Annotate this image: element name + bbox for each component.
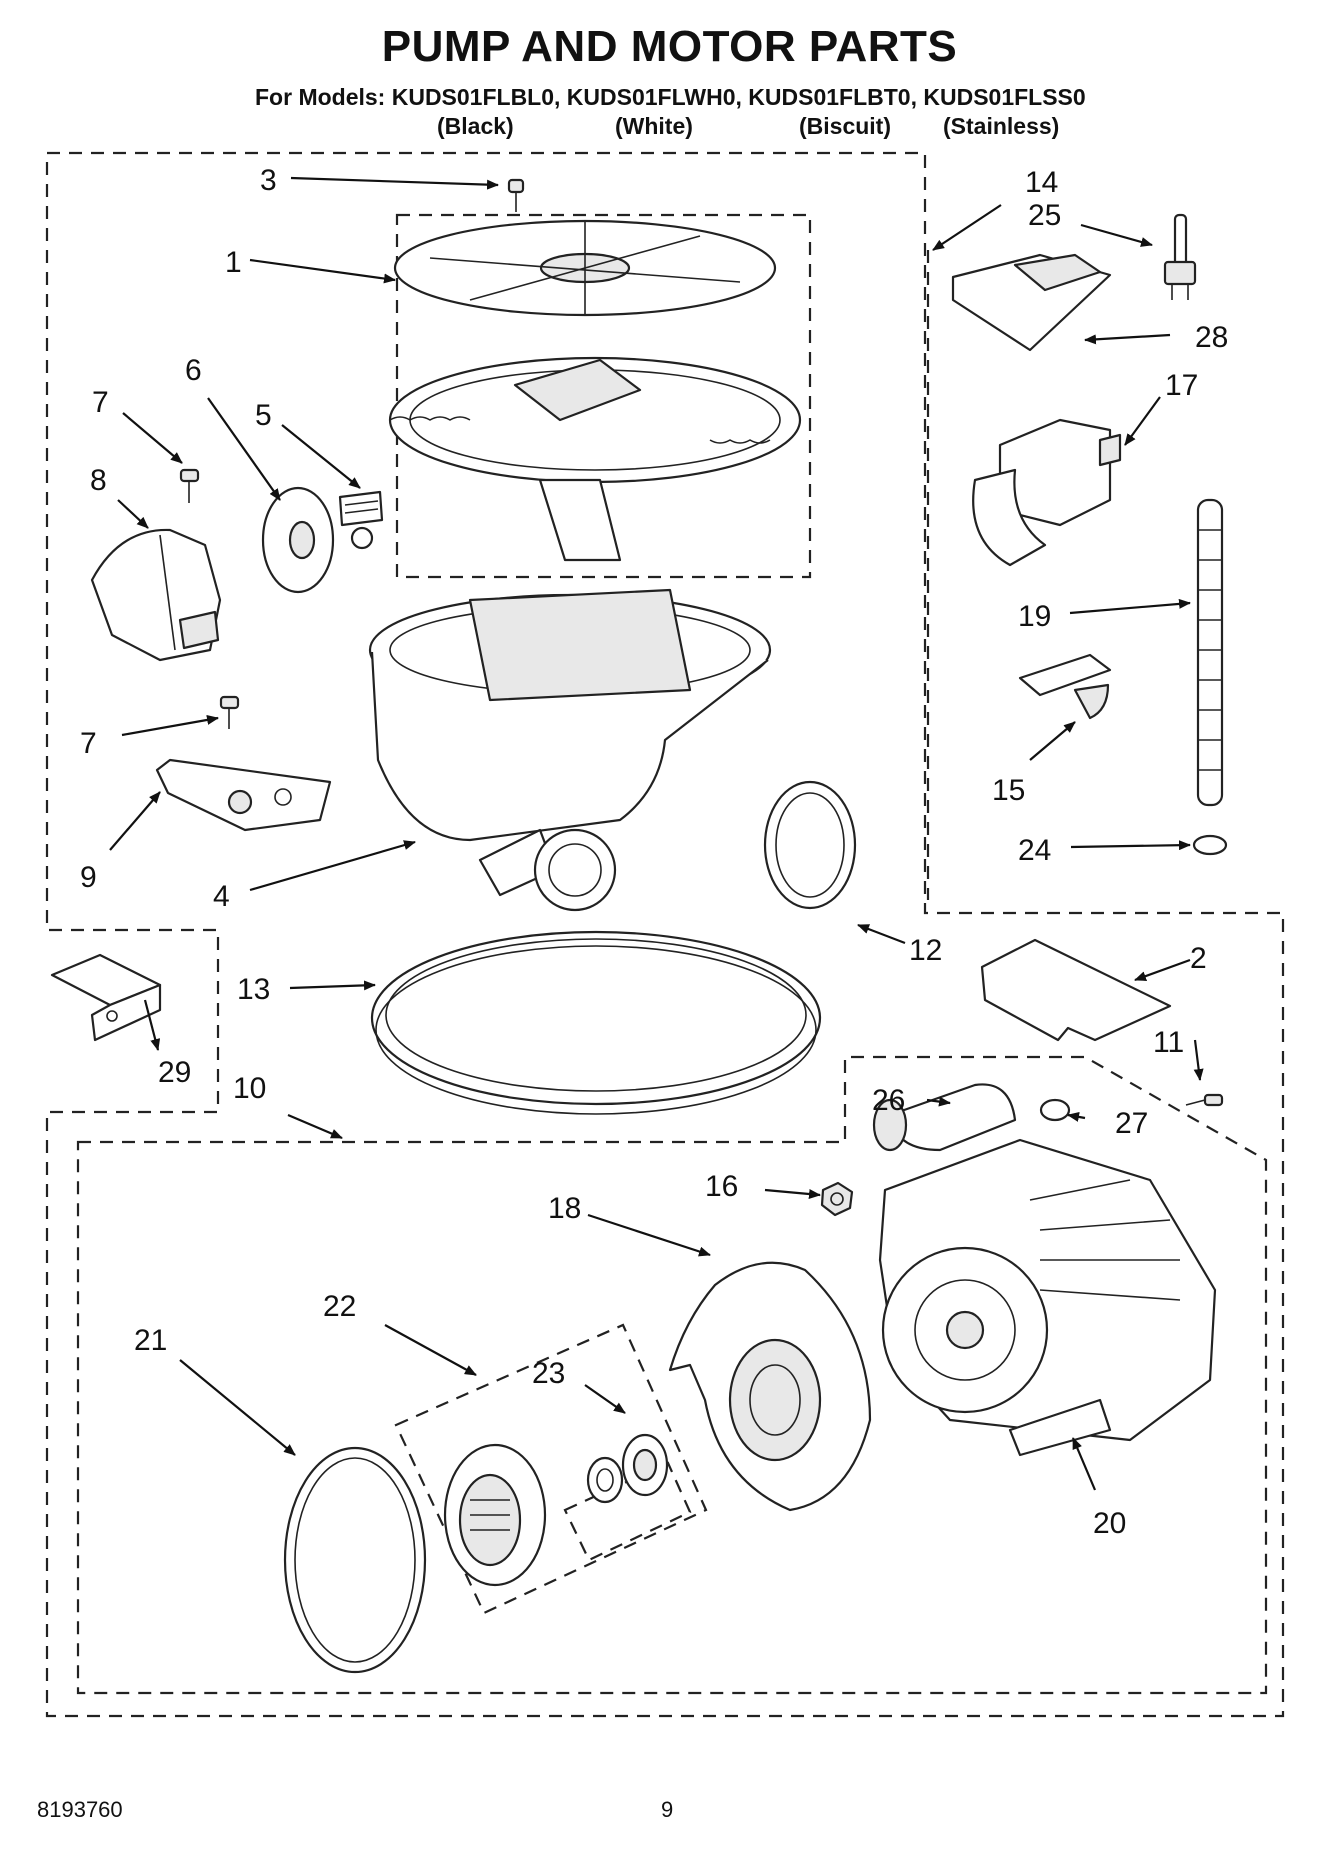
callout-11: 11 [1153,1026,1184,1059]
callout-8: 8 [90,464,107,497]
page-number: 9 [661,1797,674,1822]
part-screw-7b [219,695,240,729]
callout-5: 5 [255,399,272,432]
callout-7a: 7 [92,386,109,419]
callout-25: 25 [1028,199,1061,232]
callout-3: 3 [260,164,277,197]
callout-28: 28 [1195,321,1228,354]
callout-21: 21 [134,1324,167,1357]
document-number: 8193760 [37,1797,123,1822]
color-white: (White) [615,113,693,139]
part-impeller-6 [261,486,335,594]
callout-20: 20 [1093,1507,1126,1540]
color-biscuit: (Biscuit) [799,113,891,139]
part-filter-assembly [388,356,802,562]
part-pump-housing-4 [368,588,772,912]
color-black: (Black) [437,113,514,139]
part-impeller-22 [443,1443,547,1587]
part-switch-17 [972,418,1122,567]
part-latch-15 [1018,653,1112,720]
part-plug-27 [1039,1098,1071,1122]
callout-26: 26 [872,1084,905,1117]
callout-18: 18 [548,1192,581,1225]
part-sensor-25 [1163,213,1197,300]
part-cover-28 [951,253,1112,352]
callout-22: 22 [323,1290,356,1323]
callout-15: 15 [992,774,1025,807]
part-screw-7a [179,468,200,503]
callout-17: 17 [1165,369,1198,402]
callout-29: 29 [158,1056,191,1089]
callout-27: 27 [1115,1107,1148,1140]
callout-leaders [109,176,1204,1491]
part-clip-5 [338,490,384,550]
callout-labels: 1 2 3 4 5 6 7 7 8 9 10 11 12 13 14 15 16… [80,164,1228,1540]
callout-4: 4 [213,880,230,913]
color-stainless: (Stainless) [943,113,1060,139]
part-motor-housing-8 [90,528,222,662]
callout-14: 14 [1025,166,1058,199]
part-clamp-24 [1192,834,1228,856]
callout-2: 2 [1190,942,1207,975]
part-nut-16 [820,1181,854,1217]
callout-12: 12 [909,934,942,967]
part-capacitor-26 [872,1083,1017,1152]
callout-6: 6 [185,354,202,387]
part-motor-20 [878,1138,1217,1457]
callout-23: 23 [532,1357,565,1390]
part-hose-19 [1196,498,1224,807]
callout-19: 19 [1018,600,1051,633]
part-gasket-13 [370,930,822,1115]
part-ring-12 [763,780,857,910]
callout-1: 1 [225,246,242,279]
part-gasket-21 [283,1446,427,1674]
part-plate-2 [980,938,1172,1042]
part-bracket-9 [155,758,332,832]
part-screw-3 [507,178,525,212]
models-line: For Models: KUDS01FLBL0, KUDS01FLWH0, KU… [255,84,1086,110]
page-title: PUMP AND MOTOR PARTS [381,22,958,71]
callout-24: 24 [1018,834,1051,867]
part-screw-11 [1185,1093,1224,1107]
callout-10: 10 [233,1072,266,1105]
part-seal-23 [586,1433,669,1504]
part-bracket-29 [50,953,162,1042]
callout-13: 13 [237,973,270,1006]
callout-9: 9 [80,861,97,894]
callout-16: 16 [705,1170,738,1203]
part-cover-1 [393,219,777,317]
part-shroud-18 [668,1261,872,1512]
callout-7b: 7 [80,727,97,760]
